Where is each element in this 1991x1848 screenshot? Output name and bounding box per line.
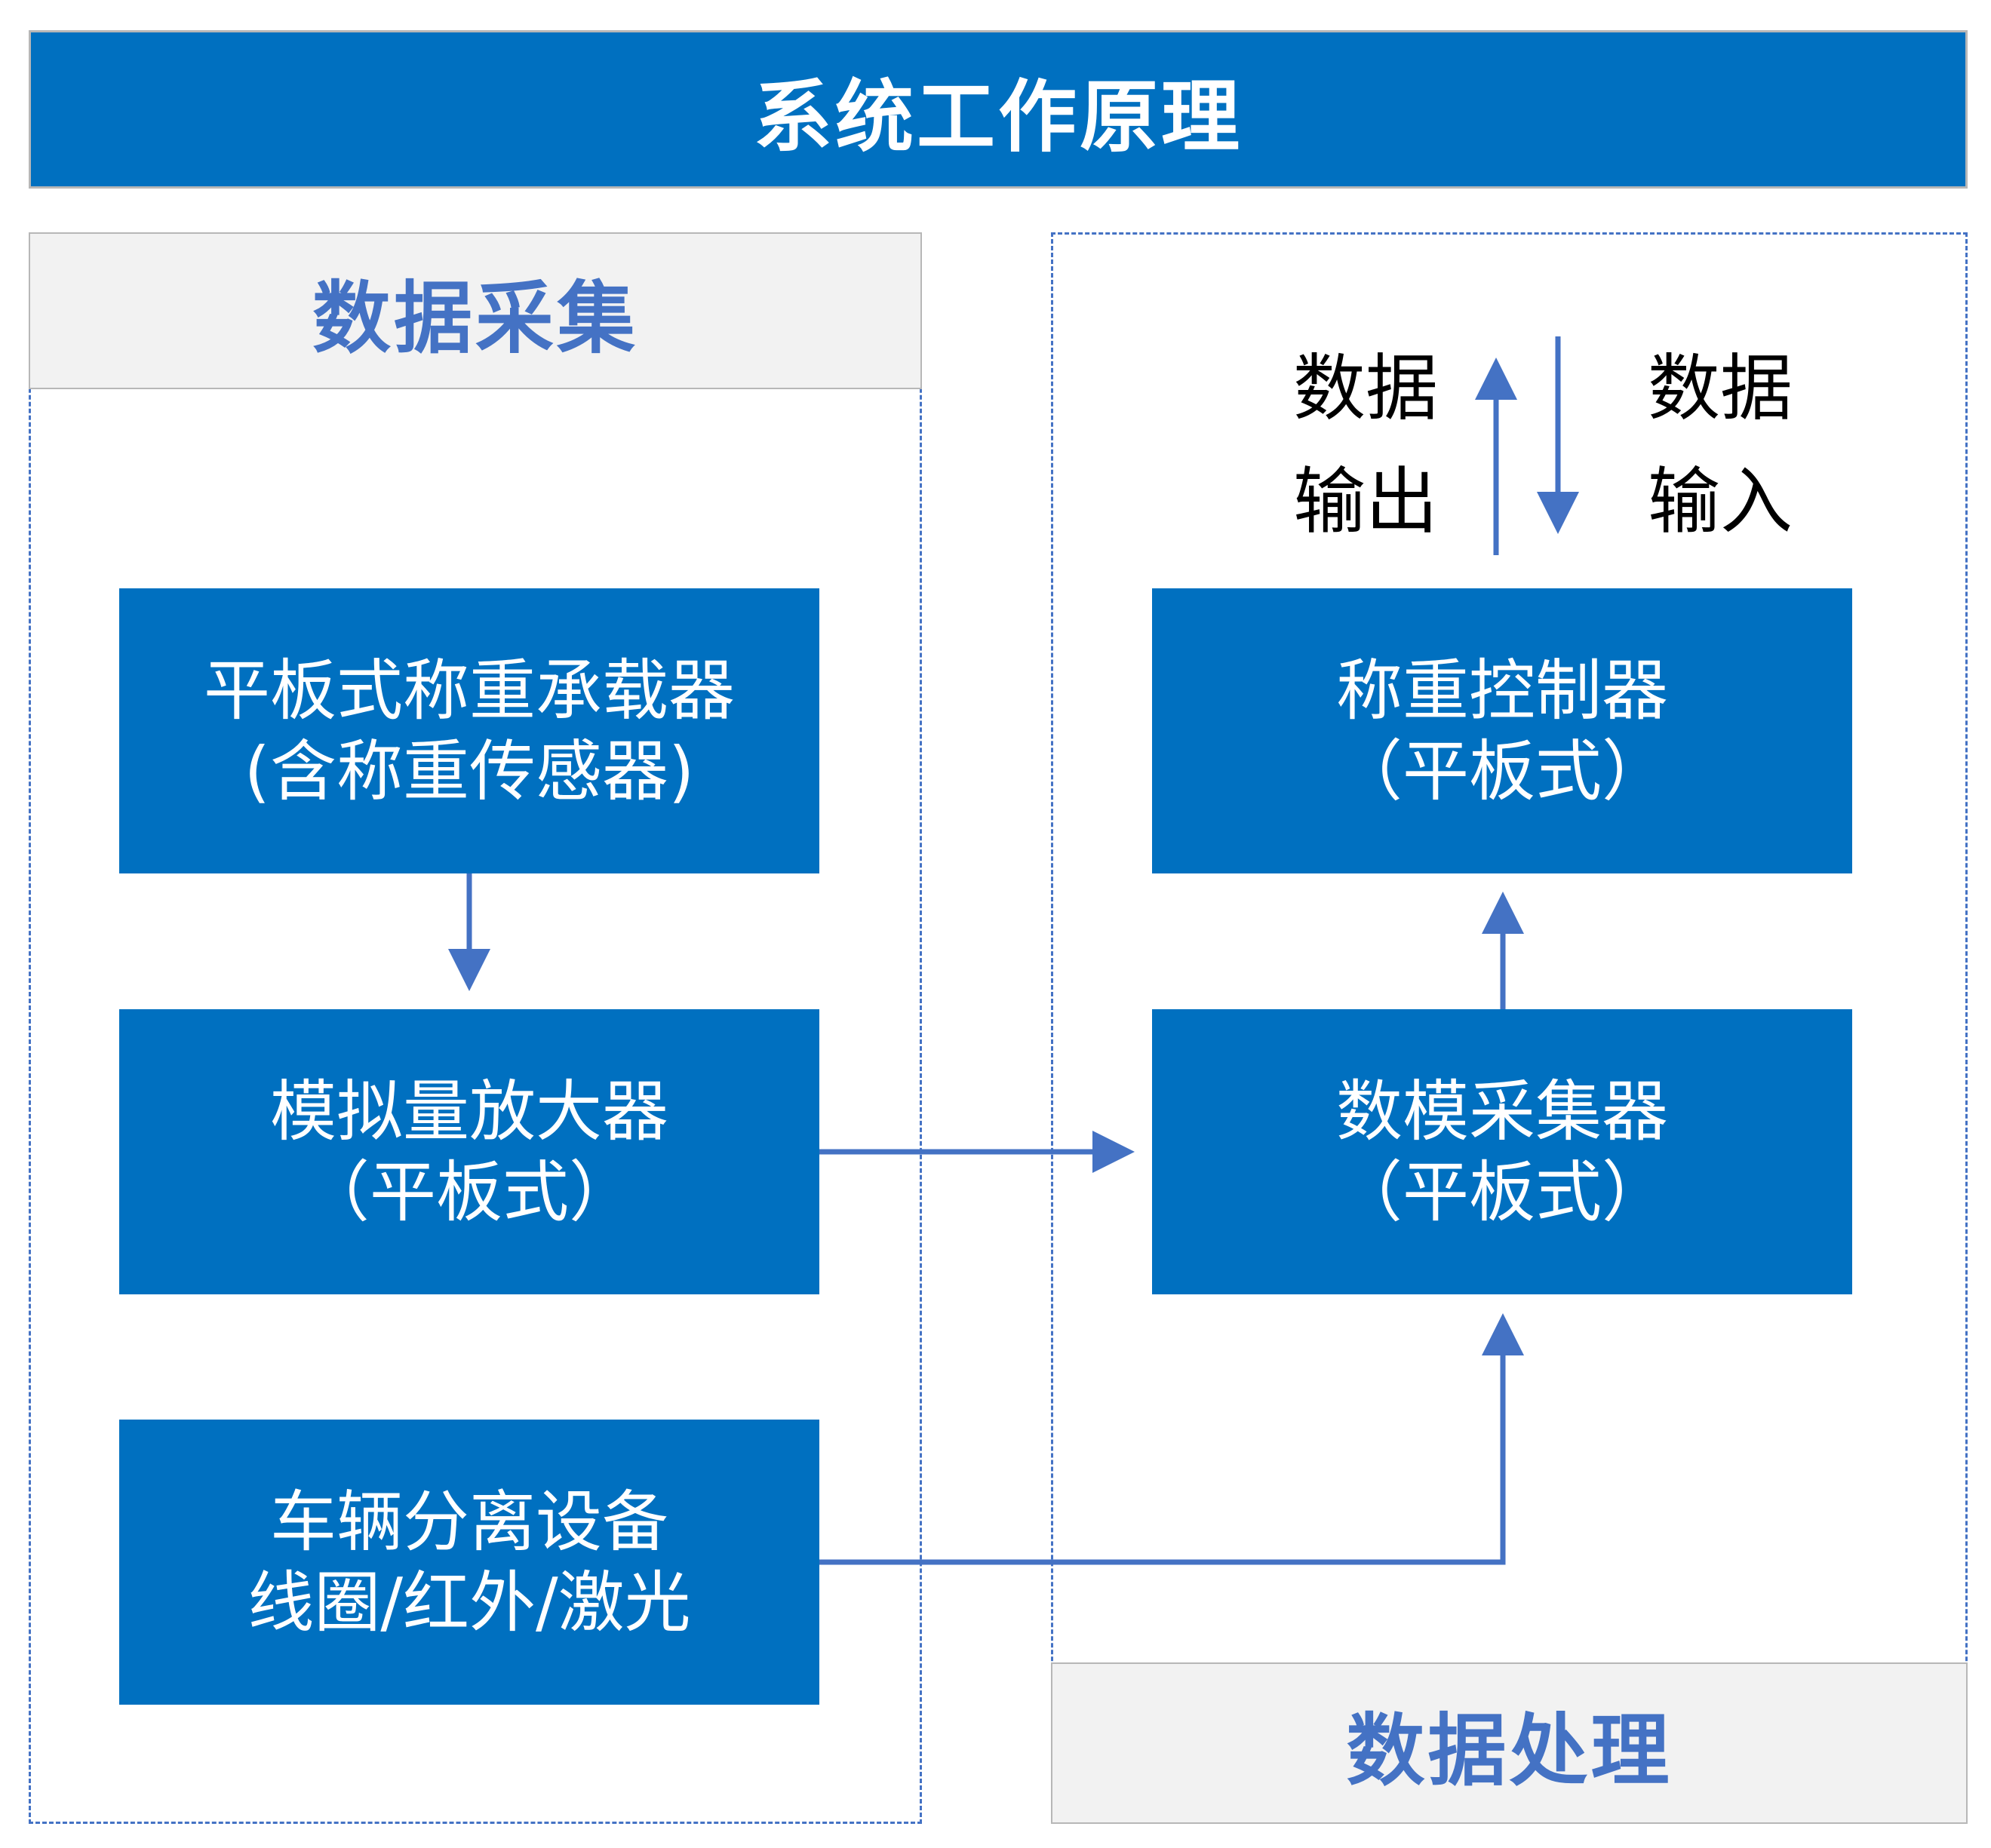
load-carrier-box: 平板式称重承载器 (含称重传感器)	[119, 588, 819, 873]
weighing-controller-line1: 称重控制器	[1335, 651, 1668, 729]
diagram-title: 系统工作原理	[29, 30, 1968, 189]
load-carrier-line2: (含称重传感器)	[244, 732, 695, 810]
arrow-separation-to-collector	[819, 1313, 1524, 1565]
data-input-label: 数据 输入	[1622, 332, 1818, 558]
data-input-line1: 数据	[1648, 346, 1793, 431]
data-input-line2: 输入	[1648, 459, 1793, 544]
data-output-line1: 数据	[1293, 346, 1438, 431]
da-collector-line1: 数模采集器	[1335, 1072, 1668, 1150]
vehicle-separation-box: 车辆分离设备 线圈/红外/激光	[119, 1420, 819, 1705]
data-acquisition-header: 数据采集	[29, 232, 922, 389]
data-output-line2: 输出	[1293, 459, 1438, 544]
da-collector-line2: （平板式）	[1335, 1153, 1668, 1231]
data-processing-header: 数据处理	[1051, 1662, 1968, 1824]
analog-amplifier-box: 模拟量放大器 （平板式）	[119, 1009, 819, 1294]
load-carrier-line1: 平板式称重承载器	[203, 651, 735, 729]
analog-amplifier-line1: 模拟量放大器	[269, 1072, 668, 1150]
data-output-label: 数据 输出	[1267, 332, 1464, 558]
weighing-controller-box: 称重控制器 （平板式）	[1152, 588, 1852, 873]
da-collector-box: 数模采集器 （平板式）	[1152, 1009, 1852, 1294]
vehicle-separation-line1: 车辆分离设备	[269, 1482, 668, 1561]
weighing-controller-line2: （平板式）	[1335, 732, 1668, 810]
vehicle-separation-line2: 线圈/红外/激光	[247, 1564, 691, 1641]
analog-amplifier-line2: （平板式）	[303, 1153, 635, 1231]
